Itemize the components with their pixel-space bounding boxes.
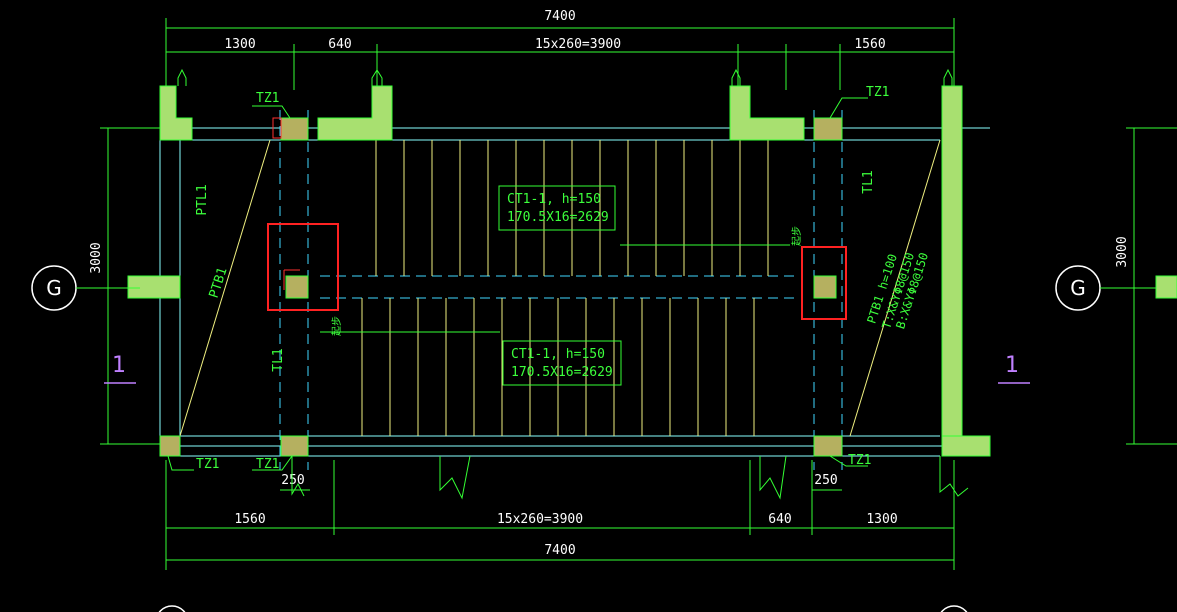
stair-upper-spec: CT1-1, h=150 bbox=[507, 192, 601, 207]
start-up-right: 起步 bbox=[791, 226, 803, 246]
bottom-left-dim: 1560 bbox=[234, 512, 265, 527]
top-mid-dim: 640 bbox=[328, 37, 351, 52]
height-dimension-lines bbox=[100, 127, 1177, 445]
bottom-total-dim: 7400 bbox=[544, 543, 575, 558]
stair-lower-count: 170.5X16=2629 bbox=[511, 365, 613, 380]
top-total-dim: 7400 bbox=[544, 9, 575, 24]
grid-bubble-right: G bbox=[1055, 265, 1156, 311]
highlight-boxes bbox=[267, 223, 847, 320]
bottom-steps-dim: 15x260=3900 bbox=[497, 512, 583, 527]
red-markers bbox=[272, 117, 300, 290]
bottom-col-right-dim: 250 bbox=[814, 473, 837, 488]
highlight-box-right bbox=[801, 246, 847, 320]
bottom-right-dim: 1300 bbox=[866, 512, 897, 527]
grid-label-right: G bbox=[1070, 276, 1086, 300]
highlight-box-left bbox=[267, 223, 339, 311]
tz1-bottom-right: TZ1 bbox=[848, 453, 871, 468]
tl1-right-label: TL1 bbox=[861, 170, 876, 193]
stair-upper-count: 170.5X16=2629 bbox=[507, 210, 609, 225]
dashed-axes bbox=[279, 110, 843, 470]
top-dimension-lines bbox=[165, 18, 955, 90]
tz1-leaders bbox=[167, 97, 868, 471]
top-steps-dim: 15x260=3900 bbox=[535, 37, 621, 52]
tz1-bottom-left: TZ1 bbox=[196, 457, 219, 472]
section-mark-right: 1 bbox=[998, 353, 1030, 384]
left-height-dim: 3000 bbox=[89, 242, 104, 273]
right-height-dim: 3000 bbox=[1115, 236, 1130, 267]
bottom-mid-dim: 640 bbox=[768, 512, 791, 527]
grid-bubble-left: G bbox=[31, 265, 140, 311]
top-right-dim: 1560 bbox=[854, 37, 885, 52]
stair-treads-lower bbox=[361, 298, 755, 436]
section-label-right: 1 bbox=[1005, 353, 1019, 378]
grid-label-left: G bbox=[46, 276, 62, 300]
section-mark-left: 1 bbox=[104, 353, 136, 384]
tz1-bottom-mid: TZ1 bbox=[256, 457, 279, 472]
bottom-dimension-lines bbox=[165, 460, 955, 570]
walls bbox=[127, 85, 1177, 457]
ptl1-label: PTL1 bbox=[195, 184, 210, 215]
break-symbols bbox=[177, 68, 969, 500]
stair-lower-spec: CT1-1, h=150 bbox=[511, 347, 605, 362]
tz1-top-right: TZ1 bbox=[866, 85, 889, 100]
columns bbox=[159, 117, 843, 457]
tl1-left-label: TL1 bbox=[271, 348, 286, 371]
bottom-grid-bubbles bbox=[158, 605, 968, 612]
section-label-left: 1 bbox=[112, 353, 126, 378]
tz1-top-left: TZ1 bbox=[256, 91, 279, 106]
bottom-col-left-dim: 250 bbox=[281, 473, 304, 488]
landing-slab-diagonals bbox=[179, 139, 941, 437]
stair-treads-upper bbox=[375, 140, 769, 276]
callout-boxes bbox=[320, 185, 790, 386]
top-left-dim: 1300 bbox=[224, 37, 255, 52]
start-up-left: 起步 bbox=[331, 316, 343, 336]
